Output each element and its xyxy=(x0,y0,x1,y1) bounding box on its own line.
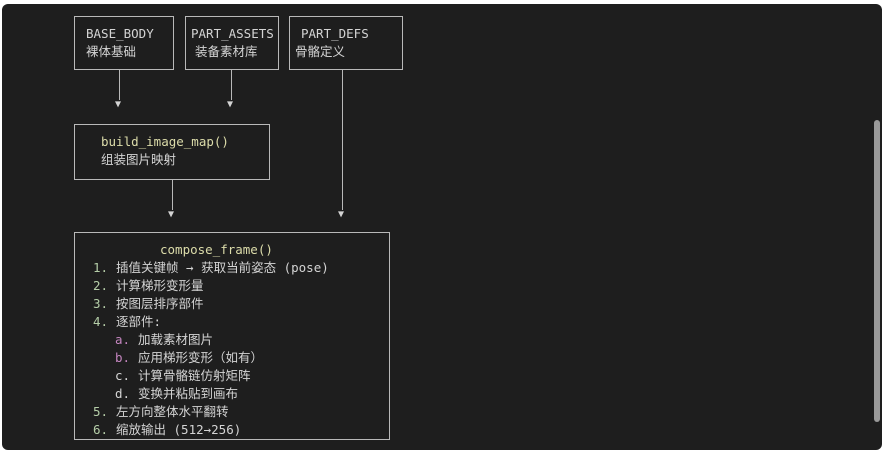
vertical-scrollbar[interactable] xyxy=(870,4,882,450)
step-number: 4. xyxy=(93,314,109,329)
base-body-desc: 裸体基础 xyxy=(86,44,137,59)
step-number: 3. xyxy=(93,296,109,311)
part-defs-label: PART_DEFS xyxy=(301,26,369,41)
build-image-map-box xyxy=(74,124,270,180)
arrow-down-icon: ▼ xyxy=(338,209,345,220)
step-text: 左方向整体水平翻转 xyxy=(116,404,229,419)
build-image-map-func: build_image_map() xyxy=(101,134,229,149)
scrollbar-thumb[interactable] xyxy=(874,120,880,422)
step-text: 逐部件: xyxy=(116,314,162,329)
compose-frame-box xyxy=(74,232,390,440)
step-text: 按图层排序部件 xyxy=(116,296,204,311)
substep-letter: b. xyxy=(115,350,131,365)
substep-text: 应用梯形变形（如有） xyxy=(138,350,264,365)
part-assets-box xyxy=(185,16,279,70)
build-image-map-desc: 组装图片映射 xyxy=(101,152,177,167)
step-number: 5. xyxy=(93,404,109,419)
arrow-down-icon: ▼ xyxy=(168,209,175,220)
step-number: 6. xyxy=(93,422,109,437)
part-assets-label: PART_ASSETS xyxy=(191,26,274,41)
arrow-down-icon: ▼ xyxy=(115,99,122,110)
base-body-box xyxy=(74,16,174,70)
substep-text: 计算骨骼链仿射矩阵 xyxy=(138,368,251,383)
step-text: 缩放输出 (512→256) xyxy=(116,422,242,437)
step-number: 1. xyxy=(93,260,109,275)
substep-letter: c. xyxy=(115,368,131,383)
step-text: 计算梯形变形量 xyxy=(116,278,204,293)
connector-line xyxy=(231,70,232,100)
substep-letter: d. xyxy=(115,386,131,401)
base-body-label: BASE_BODY xyxy=(86,26,154,41)
code-panel: BASE_BODY 裸体基础 PART_ASSETS 装备素材库 PART_DE… xyxy=(2,4,882,450)
substep-letter: a. xyxy=(115,332,131,347)
part-defs-box xyxy=(289,16,403,70)
step-text: 插值关键帧 → 获取当前姿态 (pose) xyxy=(116,260,329,275)
compose-frame-func: compose_frame() xyxy=(160,242,273,257)
connector-line xyxy=(172,180,173,210)
arrow-down-icon: ▼ xyxy=(227,99,234,110)
part-defs-desc: 骨骼定义 xyxy=(295,44,346,59)
part-assets-desc: 装备素材库 xyxy=(195,44,258,59)
substep-text: 加载素材图片 xyxy=(138,332,214,347)
substep-text: 变换并粘贴到画布 xyxy=(138,386,239,401)
connector-line xyxy=(342,70,343,210)
connector-line xyxy=(119,70,120,100)
step-number: 2. xyxy=(93,278,109,293)
